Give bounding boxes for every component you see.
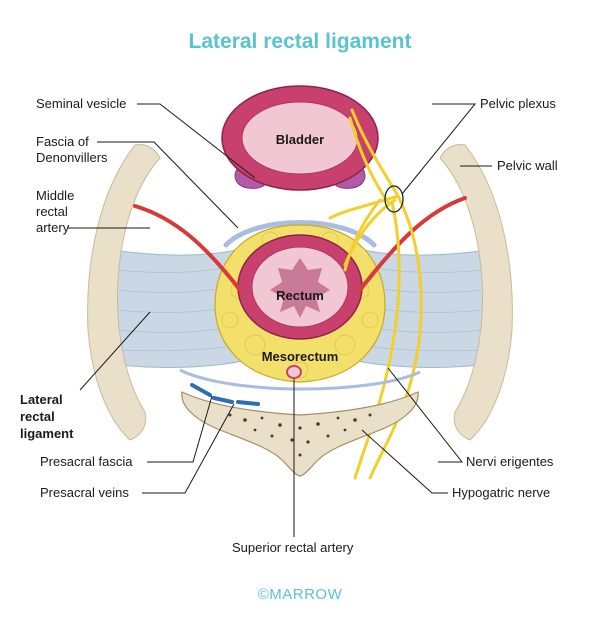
- marrow-logo: ©MARROW: [257, 586, 343, 603]
- lateral-rectal-ligament-label-line3: ligament: [20, 426, 74, 441]
- rectum-lumen: [270, 258, 330, 318]
- nervi-erigentes-label: Nervi erigentes: [466, 454, 554, 469]
- sacrum: [181, 391, 419, 477]
- right-pelvic-wall: [439, 144, 513, 441]
- pelvic-plexus-marker: [384, 185, 404, 213]
- presacral-fascia-label: Presacral fascia: [40, 454, 133, 469]
- hypogastric-nerve-label: Hypogatric nerve: [452, 485, 551, 500]
- left-pelvic-wall: [87, 144, 161, 441]
- middle-rectal-artery-label-line2: rectal: [36, 204, 68, 219]
- pelvic-wall-label: Pelvic wall: [497, 158, 558, 173]
- seminal-vesicle-label: Seminal vesicle: [36, 96, 127, 111]
- sacrum-texture: [228, 413, 372, 457]
- bladder-lumen: [241, 101, 359, 175]
- left-middle-rectal-artery: [133, 204, 242, 292]
- fascia-denonvillers-label-line1: Fascia of: [36, 134, 89, 149]
- lateral-rectal-ligament-label-line1: Lateral: [20, 392, 63, 407]
- lateral-rectal-ligament-label-line2: rectal: [20, 409, 55, 424]
- presacral-veins-label: Presacral veins: [40, 485, 129, 500]
- leader-lines: [68, 103, 492, 537]
- middle-rectal-artery-label-line1: Middle: [36, 188, 75, 203]
- bladder-label: Bladder: [275, 132, 325, 147]
- fascia-denonvillers-label-line2: Denonvillers: [36, 150, 108, 165]
- superior-rectal-artery-label: Superior rectal artery: [232, 540, 354, 555]
- middle-rectal-artery-label-line3: artery: [36, 220, 70, 235]
- rectum-label: Rectum: [276, 288, 324, 303]
- superior-rectal-artery-vessel: [286, 365, 302, 379]
- mesorectum-label: Mesorectum: [261, 349, 339, 364]
- pelvic-plexus-label: Pelvic plexus: [480, 96, 556, 111]
- diagram-title: Lateral rectal ligament: [188, 30, 412, 53]
- presacral-veins-shapes: [190, 383, 260, 406]
- pelvic-nerves: [328, 108, 423, 480]
